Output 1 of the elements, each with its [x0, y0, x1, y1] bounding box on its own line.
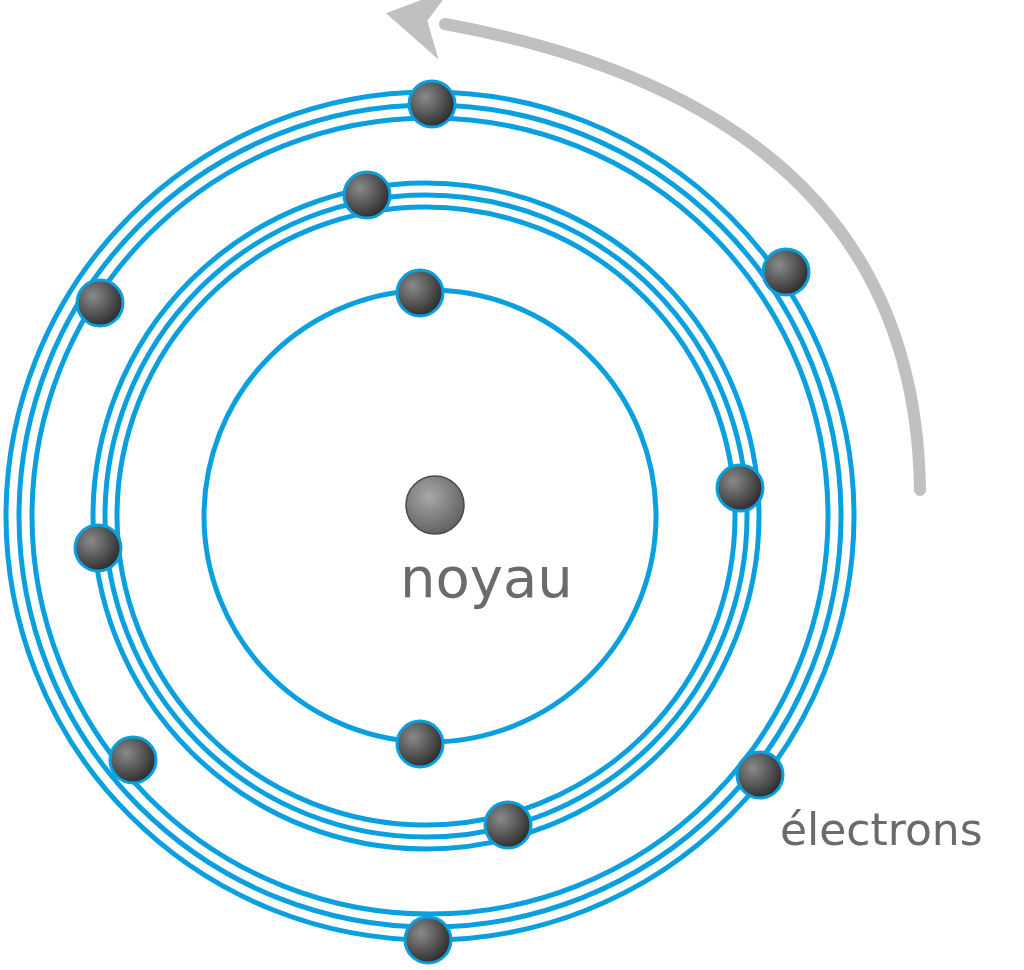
electrons-label: électrons — [780, 808, 983, 852]
